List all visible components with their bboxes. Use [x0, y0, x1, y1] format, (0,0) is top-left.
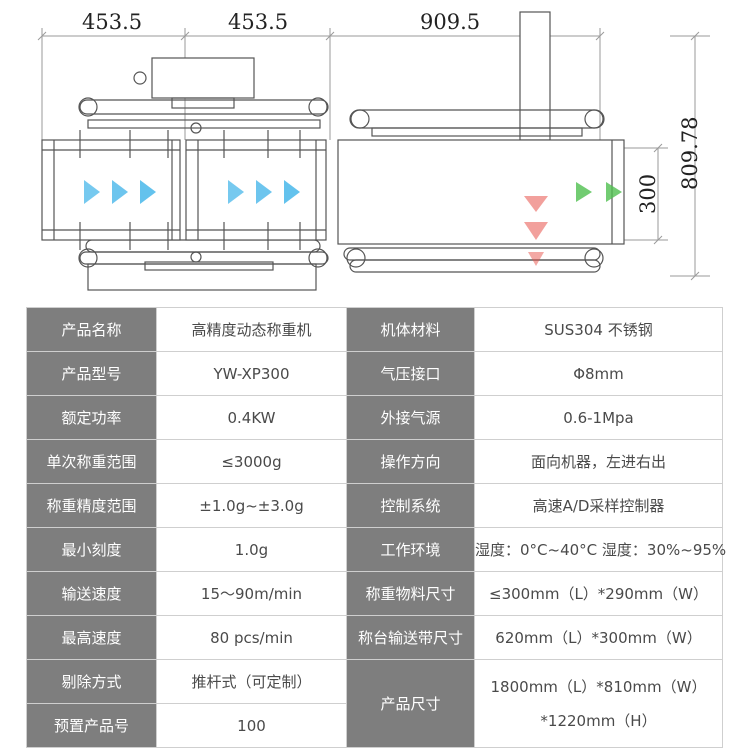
- spec-label: 剔除方式: [26, 659, 157, 704]
- spec-value: 15～90m/min: [156, 571, 347, 616]
- table-row: 剔除方式 推杆式（可定制） 产品尺寸 1800mm（L）*810mm（W） *1…: [26, 659, 723, 748]
- table-row: 单次称重范围 ≤3000g 操作方向 面向机器，左进右出: [26, 439, 723, 484]
- spec-label: 产品型号: [26, 351, 157, 396]
- dimension-ticks: [37, 31, 700, 281]
- blue-arrow-icon: [84, 180, 300, 204]
- spec-label: 称台输送带尺寸: [346, 615, 475, 660]
- table-row: 最小刻度 1.0g 工作环境 湿度：0°C~40°C 湿度：30%~95%: [26, 527, 726, 572]
- spec-value: 高精度动态称重机: [156, 307, 347, 352]
- dim-belt-width: 300: [636, 174, 660, 214]
- dimension-lines: [41, 28, 710, 277]
- table-row: 预置产品号 100: [26, 703, 723, 748]
- spec-label: 称重精度范围: [26, 483, 157, 528]
- product-size-line2: *1220mm（H）: [540, 711, 657, 730]
- machine-drawing: 453.5 453.5 909.5 809.78 300: [37, 10, 710, 291]
- table-row: 称重精度范围 ±1.0g~±3.0g 控制系统 高速A/D采样控制器: [26, 483, 723, 528]
- table-row: 最高速度 80 pcs/min 称台输送带尺寸 620mm（L）*300mm（W…: [26, 615, 723, 660]
- spec-value: 1.0g: [156, 527, 347, 572]
- spec-value: SUS304 不锈钢: [474, 307, 723, 352]
- spec-label: 额定功率: [26, 395, 157, 440]
- spec-label: 工作环境: [346, 527, 475, 572]
- spec-table: 产品名称 高精度动态称重机 机体材料 SUS304 不锈钢 产品型号 YW-XP…: [26, 307, 726, 748]
- table-row: 额定功率 0.4KW 外接气源 0.6-1Mpa: [26, 395, 723, 440]
- spec-value: 湿度：0°C~40°C 湿度：30%~95%: [474, 527, 726, 572]
- spec-value: ≤300mm（L）*290mm（W）: [474, 571, 723, 616]
- spec-label: 气压接口: [346, 351, 475, 396]
- spec-label: 操作方向: [346, 439, 475, 484]
- spec-value: 620mm（L）*300mm（W）: [474, 615, 723, 660]
- spec-label: 产品名称: [26, 307, 157, 352]
- spec-label: 预置产品号: [26, 703, 157, 748]
- spec-label: 控制系统: [346, 483, 475, 528]
- spec-label: 外接气源: [346, 395, 475, 440]
- spec-label: 最高速度: [26, 615, 157, 660]
- product-size-line1: 1800mm（L）*810mm（W）: [490, 677, 707, 696]
- table-row: 输送速度 15～90m/min 称重物料尺寸 ≤300mm（L）*290mm（W…: [26, 571, 723, 616]
- machine-outline: [41, 11, 625, 291]
- spec-value: 80 pcs/min: [156, 615, 347, 660]
- spec-value: YW-XP300: [156, 351, 347, 396]
- spec-value: 0.4KW: [156, 395, 347, 440]
- spec-value: 面向机器，左进右出: [474, 439, 723, 484]
- spec-label: 产品尺寸: [346, 659, 475, 748]
- table-row: 产品名称 高精度动态称重机 机体材料 SUS304 不锈钢: [26, 307, 723, 352]
- spec-label: 输送速度: [26, 571, 157, 616]
- spec-label: 机体材料: [346, 307, 475, 352]
- red-arrow-icon: [524, 196, 548, 266]
- spec-value: ±1.0g~±3.0g: [156, 483, 347, 528]
- dim-width-right: 909.5: [420, 10, 480, 34]
- dim-width-left: 453.5: [82, 10, 142, 34]
- spec-label: 称重物料尺寸: [346, 571, 475, 616]
- table-row: 产品型号 YW-XP300 气压接口 Φ8mm: [26, 351, 723, 396]
- dim-width-middle: 453.5: [228, 10, 288, 34]
- spec-value: 高速A/D采样控制器: [474, 483, 723, 528]
- product-size-value: 1800mm（L）*810mm（W） *1220mm（H）: [474, 659, 723, 748]
- spec-label: 单次称重范围: [26, 439, 157, 484]
- green-arrow-icon: [576, 182, 622, 202]
- spec-label: 最小刻度: [26, 527, 157, 572]
- spec-value: Φ8mm: [474, 351, 723, 396]
- spec-value: 100: [156, 703, 347, 748]
- spec-value: ≤3000g: [156, 439, 347, 484]
- spec-value: 推杆式（可定制）: [156, 659, 347, 704]
- spec-value: 0.6-1Mpa: [474, 395, 723, 440]
- dim-total-height: 809.78: [678, 117, 702, 190]
